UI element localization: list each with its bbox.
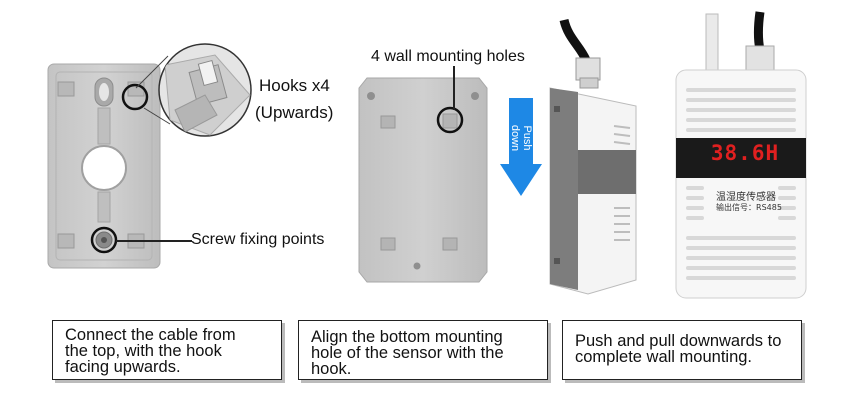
sensor-front-view	[675, 11, 807, 299]
device-name: 温湿度传感器	[716, 192, 776, 203]
upwards-label: (Upwards)	[255, 103, 334, 122]
caption-3: Push and pull downwards to complete wall…	[562, 320, 802, 380]
device-signal: 输出信号：RS485	[704, 202, 794, 213]
push-down-arrow	[500, 98, 542, 196]
caption-1-line-1: Connect the cable from	[65, 326, 236, 344]
device-signal-value: RS485	[756, 203, 782, 212]
hooks-label: Hooks x4	[259, 76, 330, 95]
caption-1-line-2: the top, with the hook	[65, 342, 222, 360]
device-signal-label: 输出信号：	[716, 203, 757, 212]
caption-1-line-3: facing upwards.	[65, 358, 181, 376]
caption-3-line-1: Push and pull downwards to	[575, 332, 782, 350]
hook-zoom-circle	[158, 43, 252, 137]
caption-2-line-1: Align the bottom mounting	[311, 328, 503, 346]
wall-holes-pointer	[453, 66, 455, 110]
sensor-back-plate	[358, 77, 488, 283]
caption-2-line-2: hole of the sensor with the	[311, 344, 504, 362]
caption-1: Connect the cable from the top, with the…	[52, 320, 282, 380]
wall-holes-label: 4 wall mounting holes	[371, 48, 525, 65]
caption-3-line-2: complete wall mounting.	[575, 348, 753, 366]
sensor-side-view	[549, 18, 637, 295]
screw-pointer-line	[116, 240, 192, 242]
caption-2: Align the bottom mounting hole of the se…	[298, 320, 548, 380]
caption-2-line-3: hook.	[311, 360, 352, 378]
display-readout: 38.6H	[710, 141, 780, 165]
mounting-bracket	[47, 63, 161, 269]
push-down-label: Push down	[509, 124, 533, 152]
zoom-connector-lines	[135, 55, 171, 125]
screw-label: Screw fixing points	[191, 231, 325, 248]
